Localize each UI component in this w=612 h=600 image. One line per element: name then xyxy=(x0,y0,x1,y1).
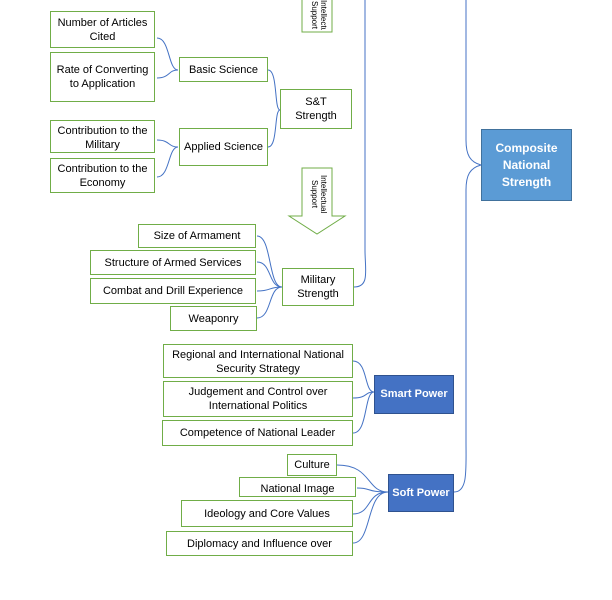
judgement-control-box: Judgement and Control over International… xyxy=(163,381,353,417)
military-strength-box: Military Strength xyxy=(282,268,354,306)
competence-leader-box: Competence of National Leader xyxy=(162,420,353,446)
articles-cited-box: Number of Articles Cited xyxy=(50,11,155,48)
combat-drill-box: Combat and Drill Experience xyxy=(90,278,256,304)
national-image-box: National Image xyxy=(239,477,356,497)
composite-national-strength-box: Composite National Strength xyxy=(481,129,572,201)
intellectual-support-label-top: Intellectual Support xyxy=(310,0,328,30)
applied-science-box: Applied Science xyxy=(179,128,268,166)
intellectual-support-arrow-middle xyxy=(287,167,347,235)
st-strength-box: S&T Strength xyxy=(280,89,352,129)
intellectual-support-arrow-top xyxy=(301,0,333,33)
rate-converting-box: Rate of Converting to Application xyxy=(50,52,155,102)
regional-security-box: Regional and International National Secu… xyxy=(163,344,353,378)
soft-power-box: Soft Power xyxy=(388,474,454,512)
weaponry-box: Weaponry xyxy=(170,306,257,331)
ideology-values-box: Ideology and Core Values xyxy=(181,500,353,527)
culture-box: Culture xyxy=(287,454,337,476)
smart-power-box: Smart Power xyxy=(374,375,454,414)
intellectual-support-label-middle: Intellectual Support xyxy=(310,174,328,214)
size-armament-box: Size of Armament xyxy=(138,224,256,248)
basic-science-box: Basic Science xyxy=(179,57,268,82)
diplomacy-influence-box: Diplomacy and Influence over xyxy=(166,531,353,556)
contribution-economy-box: Contribution to the Economy xyxy=(50,158,155,193)
structure-armed-box: Structure of Armed Services xyxy=(90,250,256,275)
contribution-military-box: Contribution to the Military xyxy=(50,120,155,153)
